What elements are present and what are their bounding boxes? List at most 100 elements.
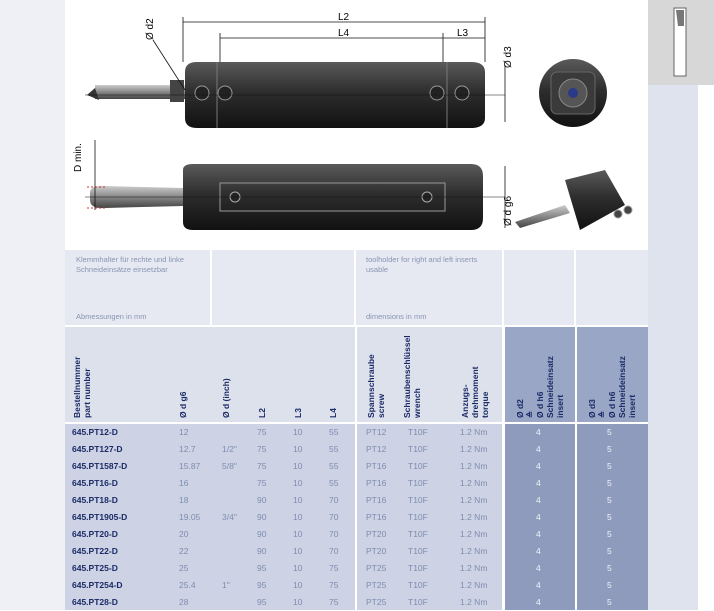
header-insert-d2: Ø d2 ≙ Ø d h6 Schneideinsatz insert <box>515 356 565 418</box>
cell-dg6: 15.87 <box>179 461 201 471</box>
cell-d3: 5 <box>607 563 612 573</box>
cell-pn: 645.PT12-D <box>72 427 118 437</box>
left-margin-band <box>0 0 65 610</box>
cell-L3: 10 <box>293 512 303 522</box>
cell-d2: 4 <box>536 495 541 505</box>
holder-top-view <box>85 62 505 128</box>
cell-L3: 10 <box>293 427 303 437</box>
cell-L4: 70 <box>329 512 339 522</box>
cell-torque: 1.2 Nm <box>460 597 488 607</box>
table-body-main <box>65 424 355 610</box>
cell-dg6: 20 <box>179 529 189 539</box>
cell-pn: 645.PT127-D <box>72 444 123 454</box>
cell-L2: 90 <box>257 546 267 556</box>
cell-dg6: 16 <box>179 478 189 488</box>
dimension-lines-side <box>94 140 506 228</box>
cell-wrench: T10F <box>408 427 428 437</box>
cell-d2: 4 <box>536 512 541 522</box>
cell-L2: 75 <box>257 427 267 437</box>
header-block-main <box>65 327 355 422</box>
cell-L4: 70 <box>329 546 339 556</box>
cell-screw: PT20 <box>366 529 387 539</box>
dim-L2-label: L2 <box>338 12 350 23</box>
cell-d2: 4 <box>536 444 541 454</box>
header-insert-d3: Ø d3 ≙ Ø d h6 Schneideinsatz insert <box>587 356 637 418</box>
cell-L3: 10 <box>293 580 303 590</box>
header-block-insert-d3 <box>577 327 648 422</box>
table-body-screw <box>357 424 502 610</box>
cell-L4: 55 <box>329 427 339 437</box>
holder-side-view <box>85 164 505 230</box>
tool-drawing: L2 L4 L3 Ø d2 Ø d3 D min. Ø d g6 <box>73 12 633 230</box>
dim-d2-label: Ø d2 <box>145 18 156 40</box>
header-dinch: Ø d (inch) <box>221 378 231 418</box>
cell-screw: PT20 <box>366 546 387 556</box>
cell-wrench: T10F <box>408 478 428 488</box>
cell-d3: 5 <box>607 529 612 539</box>
cell-dg6: 12.7 <box>179 444 196 454</box>
cell-d3: 5 <box>607 478 612 488</box>
cell-L3: 10 <box>293 444 303 454</box>
cell-torque: 1.2 Nm <box>460 461 488 471</box>
cell-dg6: 22 <box>179 546 189 556</box>
cell-screw: PT16 <box>366 461 387 471</box>
cell-L2: 95 <box>257 597 267 607</box>
cell-screw: PT25 <box>366 563 387 573</box>
cell-inch: 1" <box>222 580 230 590</box>
cell-pn: 645.PT20-D <box>72 529 118 539</box>
cell-torque: 1.2 Nm <box>460 444 488 454</box>
dim-dg6-label: Ø d g6 <box>503 196 514 226</box>
cell-wrench: T10F <box>408 512 428 522</box>
cell-L2: 90 <box>257 512 267 522</box>
cell-inch: 1/2" <box>222 444 237 454</box>
cell-d2: 4 <box>536 546 541 556</box>
note-german-dims: Abmessungen in mm <box>76 312 147 321</box>
cell-pn: 645.PT18-D <box>72 495 118 505</box>
header-torque: Anzugs- drehmoment torque <box>460 366 490 418</box>
header-block-insert-d2 <box>505 327 575 422</box>
cell-L4: 75 <box>329 563 339 573</box>
header-L4: L4 <box>328 408 338 418</box>
cell-L4: 75 <box>329 580 339 590</box>
cell-torque: 1.2 Nm <box>460 512 488 522</box>
table-body-insert-d2 <box>505 424 575 610</box>
cell-L4: 55 <box>329 444 339 454</box>
cell-L3: 10 <box>293 461 303 471</box>
cell-screw: PT12 <box>366 444 387 454</box>
cell-pn: 645.PT25-D <box>72 563 118 573</box>
cell-dg6: 28 <box>179 597 189 607</box>
note-english-holder: toolholder for right and left inserts us… <box>366 255 478 274</box>
cell-torque: 1.2 Nm <box>460 546 488 556</box>
cell-L2: 95 <box>257 563 267 573</box>
notes-band: Klemmhalter für rechte und linke Schneid… <box>65 250 648 325</box>
cell-L3: 10 <box>293 478 303 488</box>
header-L3: L3 <box>293 408 303 418</box>
cell-wrench: T10F <box>408 580 428 590</box>
cell-d3: 5 <box>607 495 612 505</box>
cell-L3: 10 <box>293 546 303 556</box>
cell-L2: 90 <box>257 495 267 505</box>
header-wrench: Schraubenschlüssel wrench <box>402 335 422 418</box>
cell-d2: 4 <box>536 427 541 437</box>
cell-dg6: 25.4 <box>179 580 196 590</box>
cell-L4: 55 <box>329 461 339 471</box>
cell-d3: 5 <box>607 512 612 522</box>
dimension-lines-top <box>152 17 506 122</box>
cell-screw: PT16 <box>366 512 387 522</box>
cell-wrench: T10F <box>408 529 428 539</box>
dim-dmin-label: D min. <box>73 143 84 172</box>
cell-L2: 75 <box>257 461 267 471</box>
cell-d3: 5 <box>607 444 612 454</box>
cell-L3: 10 <box>293 495 303 505</box>
cell-L2: 75 <box>257 444 267 454</box>
right-margin-band <box>648 85 698 610</box>
